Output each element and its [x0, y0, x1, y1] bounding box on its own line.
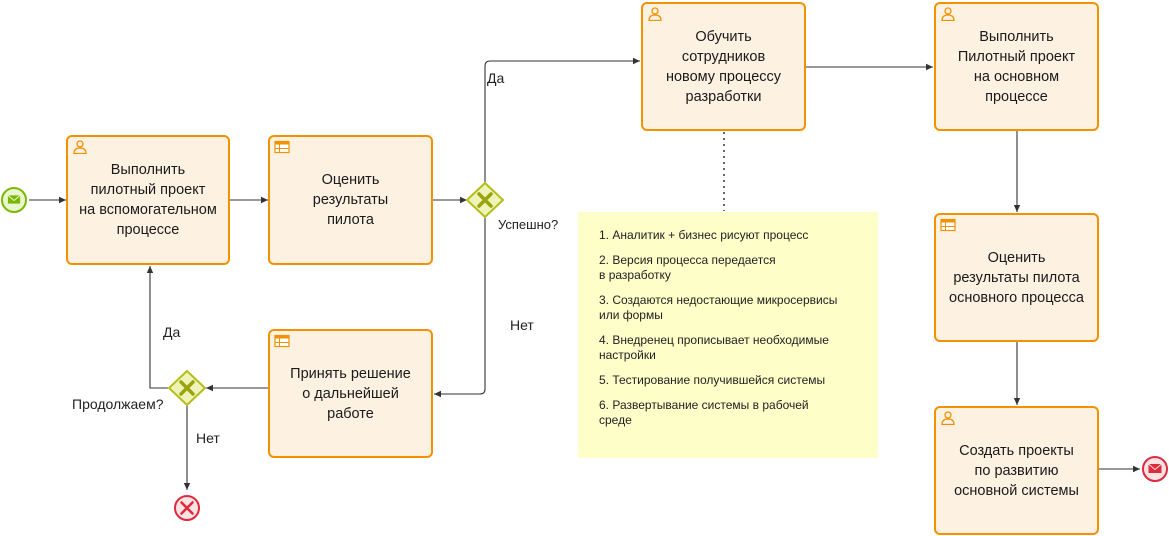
user-task-icon	[941, 7, 955, 21]
business-rule-task-icon	[940, 218, 956, 232]
flow-label-yes-left: Да	[163, 324, 181, 340]
business-rule-task-icon	[274, 140, 290, 154]
task-label: Обучить сотрудников новому процессу разр…	[665, 28, 782, 105]
user-task-icon	[73, 140, 87, 154]
flow-label-yes-top: Да	[487, 70, 505, 86]
start-message-event[interactable]	[1, 187, 27, 213]
note-item: 1. Аналитик + бизнес рисуют процесс	[599, 228, 809, 242]
flow-continue-yes-to-pilot-aux	[146, 266, 170, 389]
task-label: Оценить результаты пилота основного проц…	[949, 249, 1084, 306]
note-item: 2. Версия процесса передается в разработ…	[599, 253, 776, 282]
exclusive-gateway-continue[interactable]	[167, 369, 207, 407]
exclusive-gateway-success[interactable]	[465, 181, 505, 219]
flow-gateway-yes-to-train	[484, 57, 640, 183]
note-item: 4. Внедренец прописывает необходимые нас…	[599, 333, 829, 362]
note-item: 6. Развертывание системы в рабочей среде	[599, 398, 809, 427]
task-label: Выполнить Пилотный проект на основном пр…	[957, 28, 1076, 105]
task-pilot-aux-process[interactable]: Выполнить пилотный проект на вспомогател…	[66, 135, 230, 265]
task-pilot-main-process[interactable]: Выполнить Пилотный проект на основном пр…	[934, 2, 1099, 131]
note-item: 5. Тестирование получившейся системы	[599, 373, 826, 387]
task-evaluate-main-pilot[interactable]: Оценить результаты пилота основного проц…	[934, 213, 1099, 342]
flow-gateway-no-to-decide	[434, 217, 486, 398]
user-task-icon	[941, 411, 955, 425]
task-label: Выполнить пилотный проект на вспомогател…	[79, 162, 217, 238]
note-item: 3. Создаются недостающие микросервисы ил…	[599, 293, 838, 322]
gateway-continue-label: Продолжаем?	[72, 396, 164, 412]
task-label: Создать проекты по развитию основной сис…	[954, 442, 1079, 499]
user-task-icon	[648, 7, 662, 21]
task-label: Принять решение о дальнейшей работе	[290, 365, 411, 422]
task-label: Оценить результаты пилота	[312, 172, 389, 228]
end-message-event[interactable]	[1142, 456, 1168, 482]
task-train-staff[interactable]: Обучить сотрудников новому процессу разр…	[641, 2, 806, 131]
task-decide-further-work[interactable]: Принять решение о дальнейшей работе	[268, 329, 433, 458]
flow-label-no-right: Нет	[510, 317, 534, 333]
task-evaluate-pilot[interactable]: Оценить результаты пилота	[268, 135, 433, 265]
flow-label-no-bottom: Нет	[196, 430, 220, 446]
task-create-projects[interactable]: Создать проекты по развитию основной сис…	[934, 406, 1099, 535]
business-rule-task-icon	[274, 334, 290, 348]
gateway-success-label: Успешно?	[498, 217, 559, 232]
annotation-note: 1. Аналитик + бизнес рисуют процесс 2. В…	[578, 212, 878, 458]
terminate-end-event[interactable]	[174, 495, 200, 521]
